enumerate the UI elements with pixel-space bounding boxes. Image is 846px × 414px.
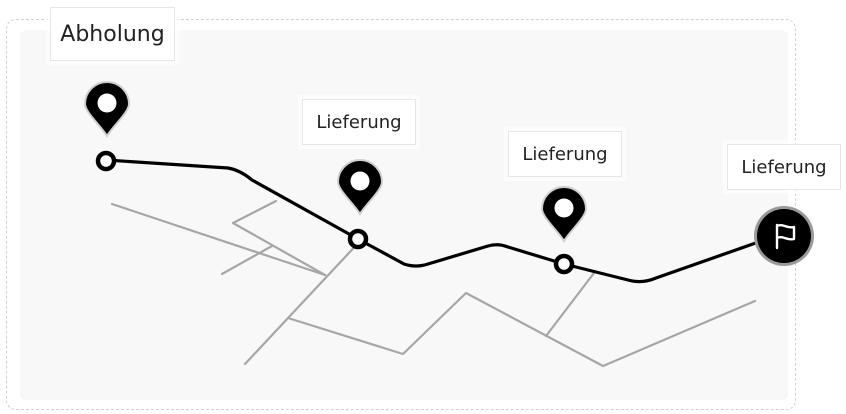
flag-icon: [754, 206, 814, 266]
road-segment: [544, 271, 596, 338]
delivery-label-1: Lieferung: [302, 99, 416, 145]
route-stop-icon: [347, 228, 369, 250]
delivery-label-3: Lieferung: [727, 144, 841, 190]
road-segment: [220, 244, 274, 276]
delivery-route: [104, 158, 772, 284]
route-stop-icon: [553, 253, 575, 275]
road-segment: [286, 291, 757, 368]
map-pin-icon: [83, 81, 131, 138]
map-pin-icon: [336, 159, 384, 216]
road-network: [110, 199, 757, 368]
route-stop-icon: [95, 150, 117, 172]
pickup-label: Abholung: [50, 7, 175, 61]
road-segment: [231, 199, 327, 277]
map-pin-icon: [540, 186, 588, 243]
road-segment: [110, 202, 327, 277]
delivery-label-2: Lieferung: [508, 131, 622, 177]
road-segment: [243, 237, 364, 366]
